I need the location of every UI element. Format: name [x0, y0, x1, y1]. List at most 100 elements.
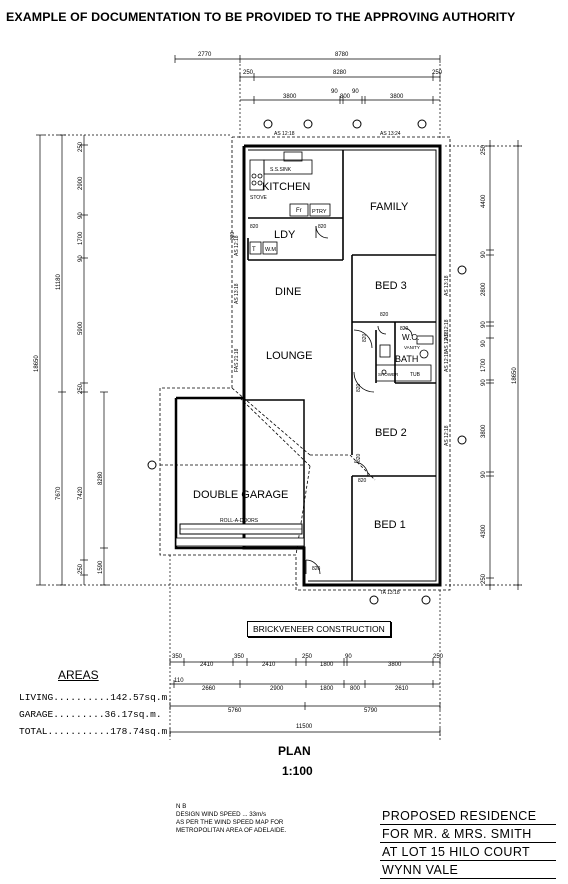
external-walls: [174, 144, 442, 587]
kitchen-fittings: [249, 151, 331, 217]
window-label: AS 12:18: [234, 235, 240, 256]
label-pantry: PTRY: [312, 209, 327, 215]
door-label: 820: [318, 224, 327, 230]
room-laundry: LDY: [274, 229, 296, 241]
dim-right-3800: 3800: [481, 424, 487, 438]
dim-left-90b: 90: [78, 255, 84, 262]
window-label: AS 12:18: [274, 131, 295, 137]
dim-left-250c: 250: [78, 563, 84, 574]
window-label: AS 13:18: [444, 275, 450, 296]
label-trough: T: [252, 247, 256, 253]
dim-right-250a: 250: [481, 144, 487, 155]
areas-title: AREAS: [58, 668, 99, 682]
window-label: TA 13:18: [380, 590, 400, 596]
dim-right-18650: 18650: [512, 367, 518, 384]
window-label: AS 13:18: [234, 283, 240, 304]
title-line-3: AT LOT 15 HILO COURT: [380, 843, 556, 861]
label-sink: S.S.SINK: [270, 167, 292, 173]
dim-right-1700: 1700: [481, 358, 487, 372]
dim-left-18650: 18650: [34, 355, 40, 372]
window-label: AS 13:24: [380, 131, 401, 137]
dim-left-250a: 250: [78, 141, 84, 152]
left-dimensions: [36, 134, 300, 586]
dim-right-90a: 90: [481, 251, 487, 258]
dim-left-7670: 7670: [56, 486, 62, 500]
dim-bot-110: 110: [174, 678, 184, 684]
door-label: 820: [358, 478, 367, 484]
label-stove: STOVE: [250, 195, 268, 201]
dim-top-2770: 2770: [198, 52, 212, 58]
dim-bot-2610: 2610: [395, 686, 409, 692]
bathroom-fittings: [375, 335, 434, 382]
dim-bot-90: 90: [345, 654, 352, 660]
dim-top-250a: 250: [243, 70, 254, 76]
window-label: AS 12:18: [444, 319, 450, 340]
door-label: 820: [356, 383, 362, 392]
window-label: AS 12:18: [444, 331, 450, 352]
top-dimensions: [174, 55, 441, 140]
dim-right-4400: 4400: [481, 194, 487, 208]
dim-top-8280: 8280: [333, 70, 347, 76]
window-label: AS 12:18: [444, 351, 450, 372]
dim-left-2900: 2900: [78, 176, 84, 190]
dim-top-3800b: 3800: [390, 94, 404, 100]
dim-right-90d: 90: [481, 379, 487, 386]
dim-left-11180: 11180: [56, 274, 62, 290]
dim-right-90c: 90: [481, 340, 487, 347]
laundry-fittings: [249, 241, 278, 255]
room-bath: BATH: [395, 354, 418, 364]
dim-right-250b: 250: [481, 573, 487, 584]
dim-bot-2660: 2660: [202, 686, 216, 692]
area-garage: GARAGE.........36.17sq.m.: [19, 709, 162, 720]
door-label: 820: [400, 326, 409, 332]
room-bed1: BED 1: [374, 519, 406, 531]
dim-bot-5790: 5790: [364, 708, 378, 714]
room-bed2: BED 2: [375, 427, 407, 439]
door-label: 820: [380, 312, 389, 318]
door-label: 820: [362, 333, 368, 342]
dim-bot-350b: 350: [234, 654, 245, 660]
room-garage: DOUBLE GARAGE: [193, 489, 288, 501]
wind-speed-note: N B DESIGN WIND SPEED ... 33m/s AS PER T…: [176, 803, 287, 834]
label-vanity: VANITY: [404, 345, 420, 350]
label-roller-door: ROLL-A-DOORS: [220, 518, 259, 524]
dim-bot-2900: 2900: [270, 686, 284, 692]
dim-bot-800: 800: [350, 686, 361, 692]
label-shower: SHOWER: [378, 372, 399, 377]
plan-scale: 1:100: [282, 764, 313, 778]
dim-left-90a: 90: [78, 212, 84, 219]
room-dine: DINE: [275, 286, 301, 298]
construction-label: BRICKVENEER CONSTRUCTION: [247, 621, 391, 637]
area-total: TOTAL...........178.74sq.m.: [19, 726, 173, 737]
roller-door: [175, 523, 305, 547]
dim-left-1590: 1590: [98, 560, 104, 574]
door-label: 820: [250, 224, 259, 230]
door-swings: [305, 225, 413, 575]
door-label: 820: [356, 453, 362, 462]
title-line-2: FOR MR. & MRS. SMITH: [380, 825, 556, 843]
dim-bot-5760: 5760: [228, 708, 242, 714]
door-label: 820: [312, 566, 321, 572]
title-line-1: PROPOSED RESIDENCE: [380, 807, 556, 825]
drawing-heading: EXAMPLE OF DOCUMENTATION TO BE PROVIDED …: [6, 10, 516, 24]
dim-top-8780: 8780: [335, 52, 349, 58]
dim-bot-11500: 11500: [296, 724, 313, 730]
internal-walls: [247, 150, 436, 581]
dim-bot-250a: 250: [302, 654, 313, 660]
dim-top-90a: 90: [331, 89, 338, 95]
dim-left-7420: 7420: [78, 486, 84, 500]
window-label: FAS 21:18: [234, 348, 240, 372]
door-label: 820: [230, 231, 236, 240]
dim-right-4300: 4300: [481, 524, 487, 538]
window-markers: [147, 119, 467, 605]
plan-title: PLAN: [278, 744, 311, 758]
label-fridge: Fr: [296, 208, 302, 214]
dim-left-8280: 8280: [98, 471, 104, 485]
room-kitchen: KITCHEN: [262, 181, 310, 193]
right-dimensions: [445, 140, 522, 590]
dim-bot-3800: 3800: [388, 662, 402, 668]
dim-top-800: 800: [340, 94, 351, 100]
dim-bot-250b: 250: [433, 654, 444, 660]
dim-right-90b: 90: [481, 321, 487, 328]
